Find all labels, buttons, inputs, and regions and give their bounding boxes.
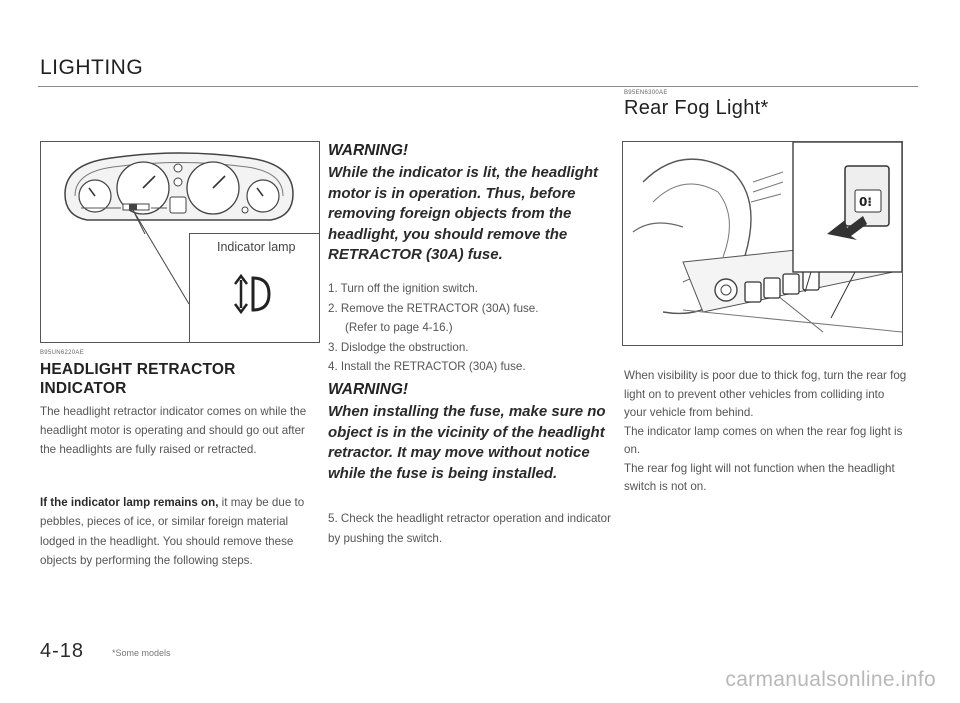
warning-text-1: While the indicator is lit, the headligh… <box>328 164 599 263</box>
step-item: 2. Remove the RETRACTOR (30A) fuse. <box>328 301 539 315</box>
svg-text:0⁝: 0⁝ <box>859 195 872 209</box>
page-number: 4-18 <box>40 640 85 662</box>
section-code: B95EN6300AE <box>624 90 668 96</box>
rear-fog-light-body: When visibility is poor due to thick fog… <box>624 367 909 497</box>
paragraph-text: it may be due to pebbles, pieces of ice,… <box>40 496 305 568</box>
footnote: *Some models <box>112 648 171 658</box>
step-item: (Refer to page 4-16.) <box>345 321 453 334</box>
rear-fog-light-figure: 0⁝ <box>622 141 903 346</box>
step-5: 5. Check the headlight retractor operati… <box>328 512 611 545</box>
headlight-retractor-indicator-icon <box>234 273 271 315</box>
headlight-retractor-title: HEADLIGHT RETRACTOR INDICATOR <box>40 361 236 397</box>
header-rule <box>38 86 918 87</box>
paragraph: The indicator lamp comes on when the rea… <box>624 424 903 457</box>
step-item: 3. Dislodge the obstruction. <box>328 340 469 354</box>
step-item: 1. Turn off the ignition switch. <box>328 282 478 295</box>
indicator-lamp-label: Indicator lamp <box>217 240 296 254</box>
lead-bold-text: If the indicator lamp remains on, <box>40 496 219 509</box>
warning-heading-2: WARNING! <box>328 381 409 398</box>
indicator-remains-on-paragraph: If the indicator lamp remains on, it may… <box>40 493 322 571</box>
paragraph: The rear fog light will not function whe… <box>624 461 895 494</box>
warning-heading-1: WARNING! <box>328 142 409 159</box>
procedure-steps: 1. Turn off the ignition switch. 2. Remo… <box>328 279 614 377</box>
warning-text-2: When installing the fuse, make sure no o… <box>328 403 606 482</box>
rear-fog-light-title: Rear Fog Light* <box>624 97 769 119</box>
paragraph: When visibility is poor due to thick fog… <box>624 369 907 419</box>
watermark: carmanualsonline.info <box>725 668 936 691</box>
indicator-lamp-figure: Indicator lamp <box>40 141 320 343</box>
section-code: B95UN6220AE <box>40 350 84 356</box>
dashboard-switch-illustration: 0⁝ <box>623 142 902 345</box>
step-item: 4. Install the RETRACTOR (30A) fuse. <box>328 360 526 373</box>
headlight-retractor-body: The headlight retractor indicator comes … <box>40 405 307 456</box>
section-title: LIGHTING <box>40 56 144 79</box>
